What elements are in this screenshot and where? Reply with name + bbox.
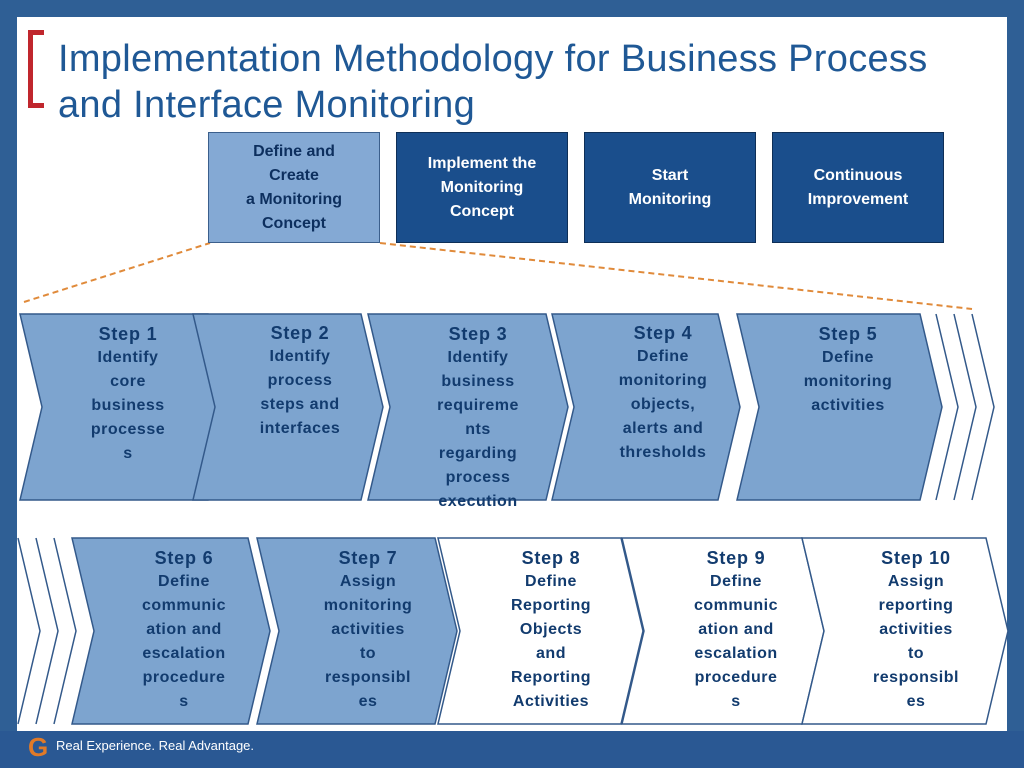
step-description: Identify business requireme nts regardin… [437,349,519,510]
title-line-2: and Interface Monitoring [58,84,475,126]
step-label-9: Step 9 Define communic ation and escalati… [661,546,811,714]
step-number: Step 4 [633,323,693,343]
step-chevron-10 [801,537,1009,725]
step-label-6: Step 6 Define communic ation and escalati… [109,546,259,714]
step-label-4: Step 4 Define monitoring objects, alerts … [588,321,738,465]
step-description: Define monitoring objects, alerts and th… [618,348,708,461]
step-label-10: Step 10 Assign reporting activities to re… [841,546,991,714]
company-logo-icon: G [28,732,49,762]
end-chevron-2 [953,313,977,501]
connector-left-line [23,242,211,303]
phase-box-4: Continuous Improvement [772,132,944,243]
step-chevron-8 [437,537,644,725]
page-title: Implementation Methodology for Business … [58,36,998,128]
step-number: Step 5 [818,324,878,344]
phase-box-3: Start Monitoring [584,132,756,243]
end-chevron-3 [971,313,995,501]
step-chevron-3 [367,313,569,501]
title-line-1: Implementation Methodology for Business … [58,38,928,80]
step-number: Step 2 [270,323,330,343]
phase-box-1: Define and Create a Monitoring Concept [208,132,380,243]
footer-bar [0,731,1024,768]
step-description: Identify core business processe s [90,349,166,462]
title-bracket-icon [28,30,44,108]
step-chevron-4 [551,313,741,501]
step-description: Define monitoring activities [803,349,893,414]
step-number: Step 9 [706,548,766,568]
lead-chevron-3 [53,537,77,725]
step-description: Define communic ation and escalation pro… [141,573,226,710]
step-description: Assign reporting activities to responsib… [873,573,959,710]
phase-box-2: Implement the Monitoring Concept [396,132,568,243]
step-chevron-6 [71,537,271,725]
step-number: Step 3 [448,324,508,344]
step-label-7: Step 7 Assign monitoring activities to re… [293,546,443,714]
step-number: Step 10 [881,548,951,568]
step-description: Define communic ation and escalation pro… [693,573,778,710]
end-chevron-1 [935,313,959,501]
step-number: Step 6 [154,548,214,568]
step-number: Step 1 [98,324,158,344]
step-chevron-5 [736,313,943,501]
step-label-5: Step 5 Define monitoring activities [773,322,923,418]
step-number: Step 8 [521,548,581,568]
step-description: Identify process steps and interfaces [259,348,341,437]
lead-chevron-2 [35,537,59,725]
step-description: Assign monitoring activities to responsi… [323,573,413,710]
step-number: Step 7 [338,548,398,568]
step-label-1: Step 1 Identify core business processe s [53,322,203,466]
footer-tagline: Real Experience. Real Advantage. [56,738,255,753]
step-label-2: Step 2 Identify process steps and interfa… [225,321,375,441]
connector-right-line [379,242,973,310]
step-description: Define Reporting Objects and Reporting A… [510,573,592,710]
lead-chevron-1 [17,537,41,725]
step-chevron-2 [192,313,384,501]
step-chevron-7 [256,537,458,725]
step-label-8: Step 8 Define Reporting Objects and Repor… [476,546,626,714]
step-label-3: Step 3 Identify business requireme nts re… [403,322,553,514]
